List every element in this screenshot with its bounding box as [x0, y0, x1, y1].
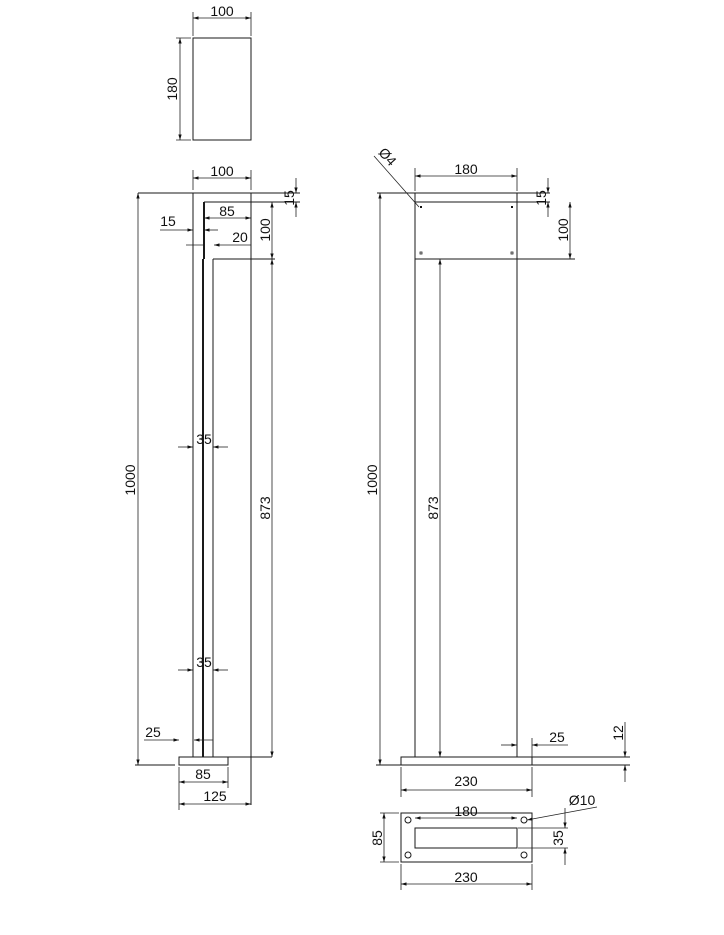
dim-base-depth: 85 [369, 830, 385, 846]
dim-front-total-height: 1000 [364, 464, 380, 495]
dim-box-height: 100 [257, 218, 273, 242]
dim-front-base-width: 230 [454, 773, 478, 789]
dim-front-pole-height: 873 [425, 496, 441, 520]
dim-slot-width: 35 [550, 830, 566, 846]
dim-front-box-height: 100 [555, 218, 571, 242]
dim-side-top-gap: 15 [281, 190, 297, 206]
dim-front-hole-dia: Ø4 [376, 144, 401, 169]
dim-top-width: 100 [210, 3, 234, 19]
dim-wall: 15 [160, 213, 176, 229]
top-view: 100 180 [164, 3, 252, 141]
dim-side-base-width: 85 [195, 766, 211, 782]
dim-pole-width-upper: 35 [196, 431, 212, 447]
dim-pole-width-lower: 35 [196, 654, 212, 670]
dim-side-top-width: 100 [210, 163, 234, 179]
dim-hole-spacing: 180 [454, 803, 478, 819]
dim-overall-depth: 125 [203, 788, 227, 804]
dim-base-offset: 25 [145, 724, 161, 740]
dim-base-hole-dia: Ø10 [569, 792, 596, 808]
side-view: 100 15 85 15 20 100 1000 873 35 35 25 85… [122, 163, 300, 810]
front-view: Ø4 180 15 100 1000 873 25 12 230 [364, 144, 630, 797]
dim-front-base-offset: 25 [549, 729, 565, 745]
dim-side-total-height: 1000 [122, 464, 138, 495]
dim-base-plan-width: 230 [454, 869, 478, 885]
dim-side-pole-height: 873 [257, 496, 273, 520]
dim-box-width: 85 [219, 203, 235, 219]
dim-inset: 20 [232, 229, 248, 245]
dim-top-height: 180 [164, 77, 180, 101]
dim-front-width: 180 [454, 161, 478, 177]
dim-base-thickness: 12 [610, 725, 626, 741]
dim-front-top-gap: 15 [533, 190, 549, 206]
base-plan-view: 180 Ø10 35 85 230 [369, 792, 598, 890]
